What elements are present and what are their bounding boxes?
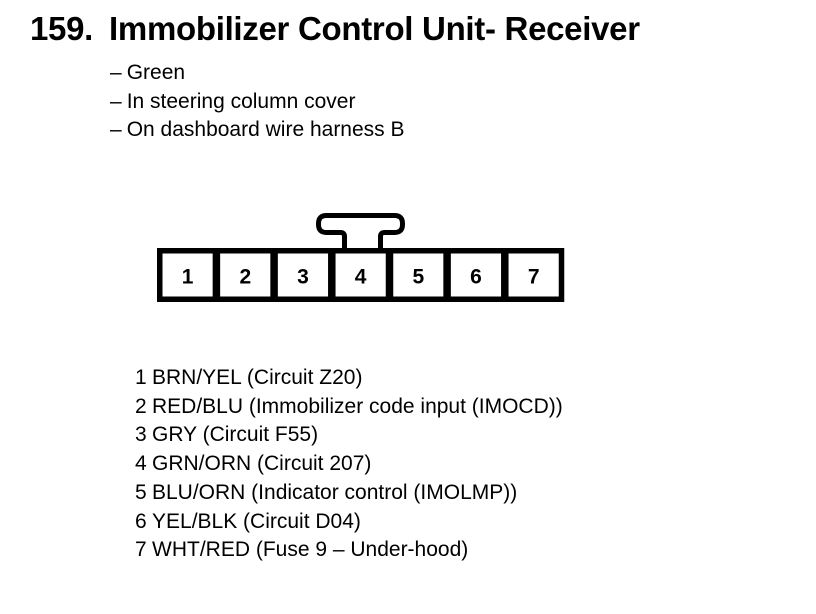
connector-diagram: 1 2 3 4 5 6 7 xyxy=(157,213,565,302)
pin-number: 6 xyxy=(135,509,147,533)
connector-latch-tab xyxy=(316,213,405,253)
note-item: – In steering column cover xyxy=(110,88,405,117)
pin-number: 2 xyxy=(135,394,147,418)
note-text: On dashboard wire harness B xyxy=(126,118,405,142)
pin-description: GRY (Circuit F55) xyxy=(152,423,319,447)
pinout-row: 4 GRN/ORN (Circuit 207) xyxy=(135,450,563,479)
pinout-row: 2 RED/BLU (Immobilizer code input (IMOCD… xyxy=(135,393,563,422)
pin-number: 5 xyxy=(135,480,147,504)
pin-description: GRN/ORN (Circuit 207) xyxy=(152,452,372,476)
pin-number: 7 xyxy=(135,538,147,562)
note-dash: – xyxy=(110,118,122,142)
pin-description: BLU/ORN (Indicator control (IMOLMP)) xyxy=(152,480,518,504)
pinout-row: 3 GRY (Circuit F55) xyxy=(135,421,563,450)
pin-cell-label: 4 xyxy=(355,266,367,289)
pin-description: WHT/RED (Fuse 9 – Under-hood) xyxy=(152,538,469,562)
section-title: Immobilizer Control Unit- Receiver xyxy=(109,10,640,47)
pin-cell-label: 7 xyxy=(528,266,540,289)
page-title: 159. Immobilizer Control Unit- Receiver xyxy=(30,9,640,49)
pin-cell-label: 2 xyxy=(239,266,251,289)
pinout-row: 5 BLU/ORN (Indicator control (IMOLMP)) xyxy=(135,479,563,508)
section-number: 159. xyxy=(30,10,94,47)
note-dash: – xyxy=(110,61,122,84)
pin-number: 1 xyxy=(135,366,147,389)
pin-number: 4 xyxy=(135,452,147,476)
pinout-row: 7 WHT/RED (Fuse 9 – Under-hood) xyxy=(135,536,563,565)
pinout-list: 1 BRN/YEL (Circuit Z20) 2 RED/BLU (Immob… xyxy=(135,364,563,565)
note-text: Green xyxy=(126,61,186,84)
pin-cell-label: 5 xyxy=(412,266,424,289)
pin-description: YEL/BLK (Circuit D04) xyxy=(152,509,361,533)
pin-description: RED/BLU (Immobilizer code input (IMOCD)) xyxy=(152,394,563,418)
pin-number: 3 xyxy=(135,423,147,447)
connector-body xyxy=(157,248,565,302)
note-item: – Green xyxy=(110,59,405,88)
note-dash: – xyxy=(110,89,122,113)
pinout-row: 1 BRN/YEL (Circuit Z20) xyxy=(135,364,563,393)
note-text: In steering column cover xyxy=(126,89,356,113)
pin-cell-label: 6 xyxy=(470,266,482,289)
pinout-row: 6 YEL/BLK (Circuit D04) xyxy=(135,508,563,537)
pin-description: BRN/YEL (Circuit Z20) xyxy=(152,366,363,389)
pin-cell-label: 1 xyxy=(182,266,194,289)
note-item: – On dashboard wire harness B xyxy=(110,116,405,145)
pin-cell-label: 3 xyxy=(297,266,309,289)
notes-list: – Green – In steering column cover – On … xyxy=(110,59,405,145)
